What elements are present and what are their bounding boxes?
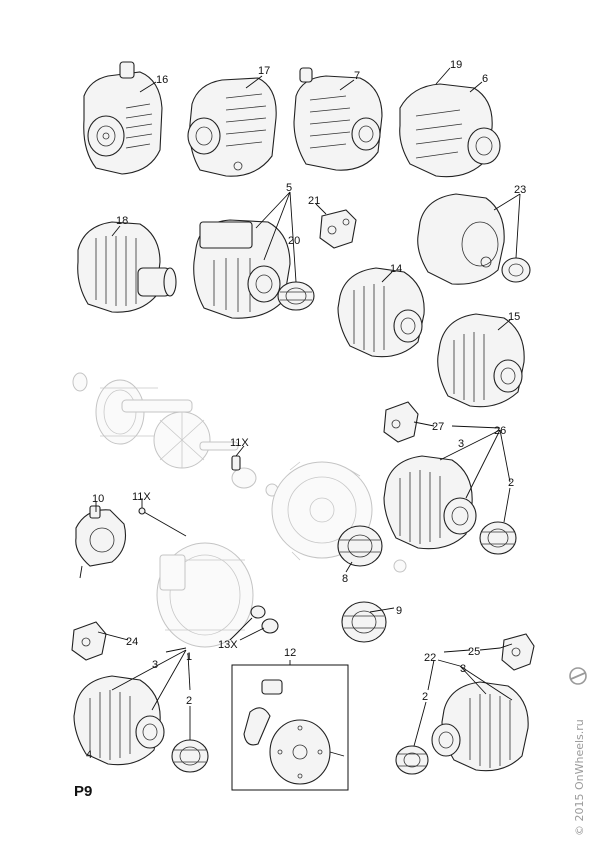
callout-26: 26 xyxy=(494,425,506,437)
brand-logo-icon xyxy=(569,667,587,685)
alternator-15 xyxy=(437,313,525,408)
alternator-17 xyxy=(187,77,277,177)
callout-24: 24 xyxy=(126,636,138,648)
alternator-5 xyxy=(193,219,291,319)
callout-5: 5 xyxy=(286,182,292,194)
callout-22: 22 xyxy=(424,652,436,664)
pulley-9 xyxy=(341,601,387,643)
regulator-27 xyxy=(383,401,419,443)
callout-16: 16 xyxy=(156,74,168,86)
bolt-11x-left xyxy=(138,507,187,537)
watermark: © 2015 OnWheels.ru xyxy=(569,667,587,836)
alternator-4 xyxy=(73,675,165,766)
alternator-18 xyxy=(77,221,177,313)
callout-4: 4 xyxy=(86,749,92,761)
callout-17: 17 xyxy=(258,65,270,77)
callout-9: 9 xyxy=(396,605,402,617)
callout-14: 14 xyxy=(390,263,402,275)
callout-25: 25 xyxy=(468,646,480,658)
callout-23: 23 xyxy=(514,184,526,196)
regulator-25 xyxy=(501,633,535,671)
alternator-7 xyxy=(293,67,383,171)
callout-27: 27 xyxy=(432,421,444,433)
pulley-2-upper xyxy=(479,521,517,555)
alternator-26 xyxy=(383,455,477,550)
watermark-text: © 2015 OnWheels.ru xyxy=(573,719,586,836)
callout-11x-upper: 11X xyxy=(230,437,249,449)
callout-13x: 13X xyxy=(218,639,238,651)
callout-2-left: 2 xyxy=(186,695,192,707)
callout-6: 6 xyxy=(482,73,488,85)
washers-13x xyxy=(250,605,279,634)
pulley-23 xyxy=(501,257,531,283)
callout-20: 20 xyxy=(288,235,300,247)
callout-8: 8 xyxy=(342,573,348,585)
pulley-20 xyxy=(277,281,315,311)
callout-2-right: 2 xyxy=(422,691,428,703)
pulley-8 xyxy=(337,525,383,567)
callout-19: 19 xyxy=(450,59,462,71)
nut xyxy=(393,559,407,573)
callout-10: 10 xyxy=(92,493,104,505)
alternator-16 xyxy=(83,61,163,175)
callout-7: 7 xyxy=(354,70,360,82)
callout-3-left: 3 xyxy=(152,659,158,671)
callout-21: 21 xyxy=(308,195,320,207)
alternator-23 xyxy=(417,193,505,285)
callout-3-mid: 3 xyxy=(458,438,464,450)
bolt-11x-upper xyxy=(231,455,241,471)
alternator-6 xyxy=(399,83,501,178)
callout-1: 1 xyxy=(186,651,192,663)
callout-12: 12 xyxy=(284,647,296,659)
vacuum-disc-12 xyxy=(243,679,345,785)
callout-11x-lower: 11X xyxy=(132,491,151,503)
exploded-stator xyxy=(156,542,254,648)
pulley-2-lower-left xyxy=(171,739,209,773)
pulley-2-lower-right xyxy=(395,745,429,775)
leader-lines xyxy=(95,67,521,747)
callout-3-right: 3 xyxy=(460,663,466,675)
regulator-21 xyxy=(319,209,357,249)
exploded-rotor-assembly xyxy=(72,372,279,497)
callout-2-mid: 2 xyxy=(508,477,514,489)
regulator-24 xyxy=(71,621,107,661)
callout-labels: 16 17 7 19 6 18 5 21 23 20 14 15 11X 27 … xyxy=(86,59,526,761)
callout-15: 15 xyxy=(508,311,520,323)
alternator-14 xyxy=(337,267,425,358)
callout-18: 18 xyxy=(116,215,128,227)
vacuum-pump-10 xyxy=(75,505,127,579)
page-code: P9 xyxy=(74,783,92,800)
alternator-22 xyxy=(431,681,529,772)
